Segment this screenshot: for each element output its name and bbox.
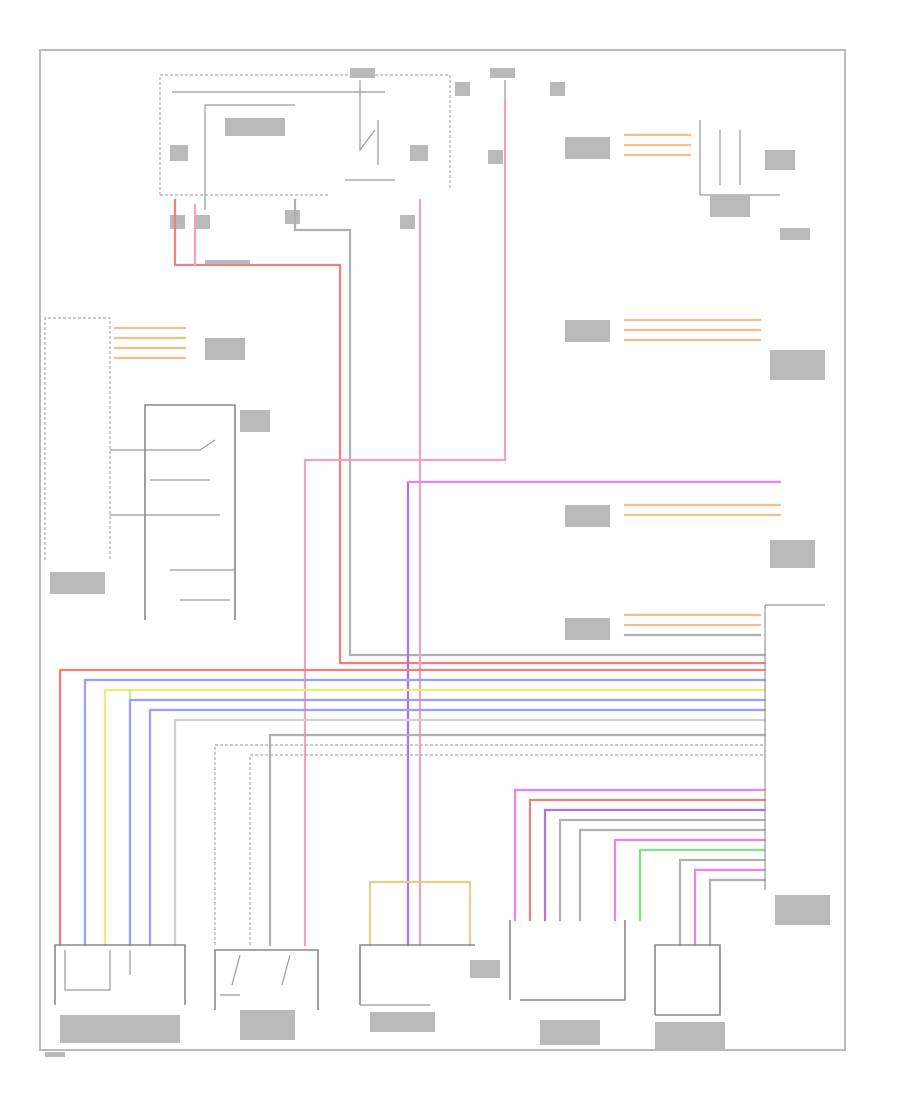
wire-magenta (693, 868, 767, 947)
wire-orange (113, 326, 187, 360)
wire-orange (623, 503, 782, 517)
wire-magenta (513, 788, 767, 922)
wire-orange (623, 613, 762, 627)
wire-gray (678, 858, 767, 947)
wire-gray (268, 733, 767, 947)
wire-lightgray (173, 718, 767, 947)
wire-gray (558, 818, 767, 922)
fuse-relay-panel (159, 68, 565, 266)
wire-red (528, 798, 767, 922)
diagram-border (39, 49, 846, 1051)
wire-green (638, 848, 767, 922)
wire-blue (128, 698, 767, 947)
wire-blue (148, 708, 767, 947)
wire-tan (368, 880, 472, 947)
wire-blue (83, 678, 767, 947)
wire-violet (543, 808, 767, 922)
steering-column-module (44, 317, 270, 620)
wire-gray (578, 828, 767, 922)
wire-yellow (103, 688, 767, 947)
wire-red (58, 668, 767, 947)
wire-pink (303, 98, 507, 947)
wire-orange (623, 133, 692, 157)
wire-gray (293, 198, 767, 657)
wire-red (173, 198, 767, 665)
wire-magenta (613, 838, 767, 922)
can-connectors (565, 120, 825, 640)
wire-orange (623, 318, 762, 342)
wire-gray (708, 878, 767, 947)
bottom-components (45, 920, 725, 1057)
wires (58, 98, 782, 947)
control-module-connector (764, 604, 830, 925)
